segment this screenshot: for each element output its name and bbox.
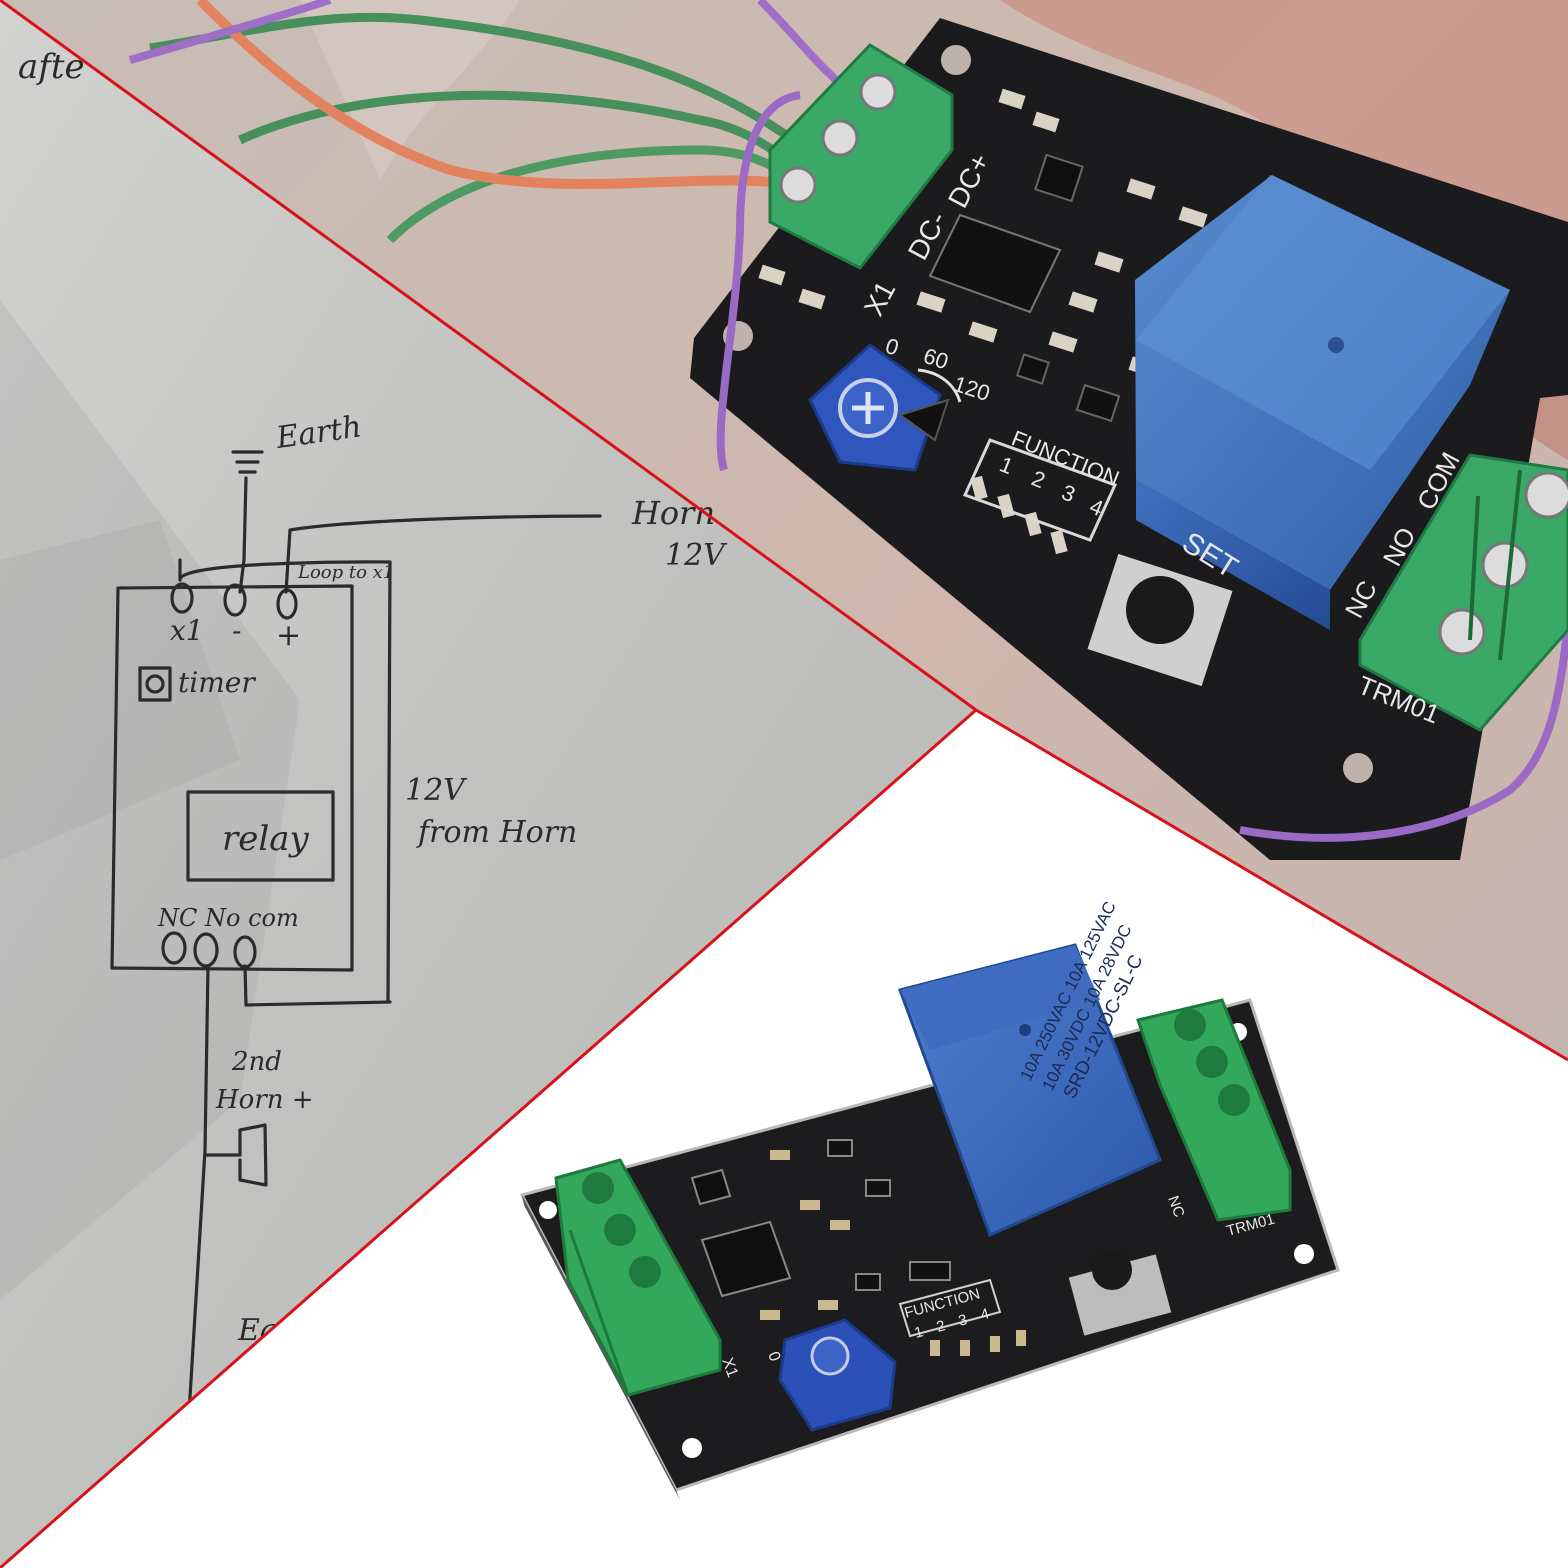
sketch-from-horn-voltage: 12V — [405, 773, 468, 808]
sketch-relay-label: relay — [222, 819, 310, 859]
divider-upper — [0, 0, 977, 712]
divider-right — [975, 708, 1568, 1062]
sketch-relay-terminals: NC No com — [157, 904, 299, 932]
sketch-horn-label: Horn — [631, 494, 715, 532]
sketch-second-horn-line1: 2nd — [231, 1047, 282, 1077]
sketch-terminal-plus: + — [276, 618, 301, 653]
sketch-loop-note: Loop to x1 — [297, 562, 394, 583]
sketch-horn-voltage: 12V — [665, 538, 728, 573]
sketch-terminal-x1: x1 — [170, 614, 204, 647]
sketch-from-horn-text: from Horn — [416, 815, 577, 850]
label-x1-product: X1 — [718, 1356, 741, 1380]
sketch-second-horn-line2: Horn + — [215, 1085, 314, 1115]
sketch-terminal-minus: - — [232, 614, 241, 647]
divider-left — [0, 708, 977, 1568]
sketch-timer-label: timer — [178, 666, 256, 699]
label-nc-product: NC — [1164, 1194, 1187, 1220]
